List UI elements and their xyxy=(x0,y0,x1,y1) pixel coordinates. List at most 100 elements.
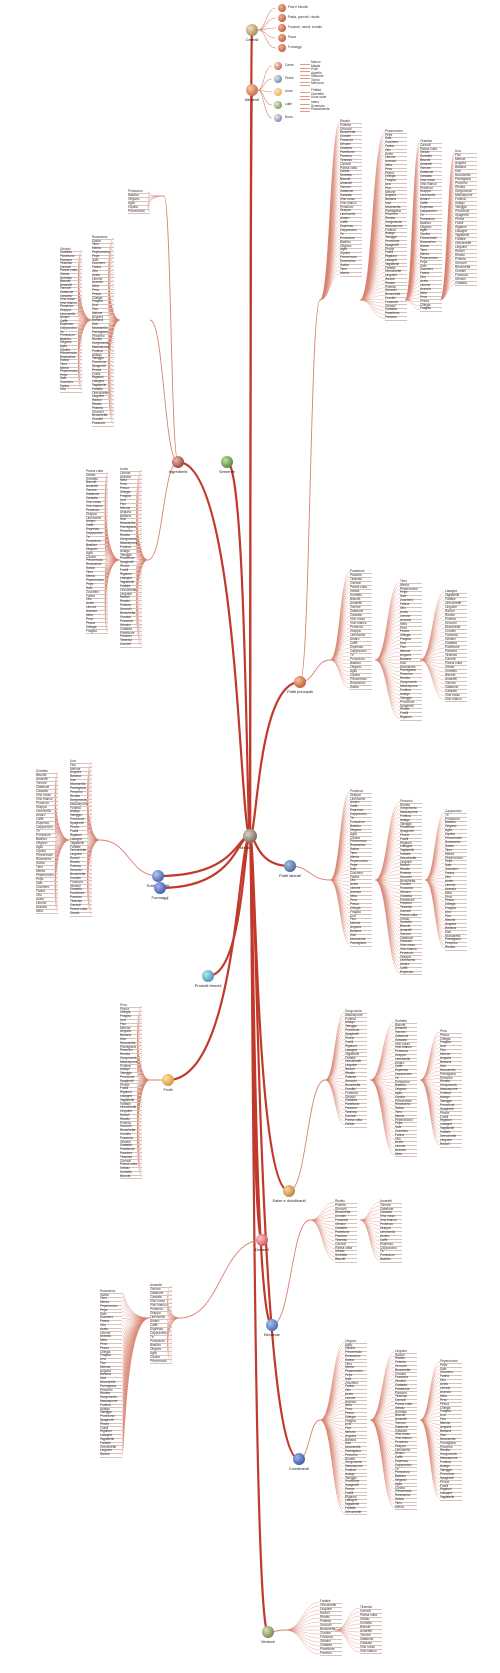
pesce-item-2[interactable]: Merluzzo xyxy=(311,81,324,86)
dessert-b-link-38 xyxy=(374,879,401,947)
hub-label-semiente[interactable]: Semente xyxy=(218,469,235,474)
laterali-c-27[interactable]: Vino bianco xyxy=(445,696,462,701)
piatti-d-link-24 xyxy=(439,247,456,301)
verdure-a-45[interactable]: Orecchiette xyxy=(345,1509,362,1514)
dessert-b-link-16 xyxy=(374,862,401,881)
piatti-c-43[interactable]: Fragola xyxy=(420,306,431,311)
hub-label-salse[interactable]: Salse e dolcificanti xyxy=(272,1198,306,1203)
semente-sub-39[interactable]: Olio xyxy=(60,387,66,392)
laterali-a-29[interactable]: Salvia xyxy=(350,684,359,689)
alimenti-item-3[interactable]: Latte xyxy=(285,102,293,106)
verdure-b-link-0 xyxy=(369,1351,396,1421)
dessert-a-link-29 xyxy=(329,879,351,906)
dessert-a-link-10 xyxy=(329,830,351,881)
hub-label-condimenti[interactable]: Condimenti xyxy=(288,1466,310,1471)
cereali-left-a-5[interactable]: Prezzemolo xyxy=(128,208,145,213)
verdure-a-link-38 xyxy=(319,1419,346,1487)
cheese-icon xyxy=(154,882,166,894)
alimenti-item-4[interactable]: Burro xyxy=(285,115,293,119)
verdure-b-41[interactable]: Menta xyxy=(395,1504,404,1509)
bevande-left-19[interactable]: Prezzemolo xyxy=(150,1358,167,1363)
verdure-c-link-10 xyxy=(419,1400,441,1421)
verdure-b-link-4 xyxy=(369,1367,396,1421)
hub-label-piatti-laterali[interactable]: Piatti laterali xyxy=(279,873,301,878)
bottom-a-13[interactable]: Pandoro xyxy=(320,1650,333,1655)
dessert-b-link-41 xyxy=(374,879,401,958)
dessert-a-39[interactable]: Parmigiano xyxy=(350,940,367,945)
seeds-icon xyxy=(221,456,233,468)
side-dish-icon xyxy=(284,860,296,872)
condimenti-b-15[interactable]: Basilico xyxy=(380,1257,391,1262)
fruit-icon xyxy=(162,1074,174,1086)
branch-top-0 xyxy=(257,7,277,31)
salse-b-underline-35 xyxy=(395,1156,417,1158)
bevande-sub-43[interactable]: Ravioli xyxy=(100,1452,110,1457)
top-item-4[interactable]: Formaggi xyxy=(288,45,302,49)
verdure-a-link-40 xyxy=(319,1419,346,1495)
main-dish-icon xyxy=(294,676,306,688)
condimenti-a-link-2 xyxy=(309,1209,336,1221)
salse-c-link-3 xyxy=(419,1043,441,1081)
top-item-2[interactable]: Focacce, ravioli, crostini xyxy=(288,25,323,29)
ingredienti-sub-41[interactable]: Fragola xyxy=(86,628,97,633)
condimenti-a-link-3 xyxy=(309,1213,336,1221)
bevande-sub-link-5 xyxy=(121,1310,151,1319)
piatti-b-49[interactable]: Pandoro xyxy=(385,314,398,319)
top-item-1[interactable]: Pasta, gnocchi, risotto xyxy=(288,15,320,19)
top-item-0[interactable]: Pani e biscotti xyxy=(288,5,308,9)
dessert-b-link-7 xyxy=(374,828,401,881)
ingredienti-leaves-45[interactable]: Cannoli xyxy=(120,642,131,647)
salse-a-29[interactable]: Gelato xyxy=(345,1121,355,1126)
bottom-b-underline-11 xyxy=(360,1653,382,1655)
formaggi-leaves-39[interactable]: Gelato xyxy=(70,910,80,915)
dessert-c-link-31 xyxy=(424,879,446,934)
hub-label-frutti[interactable]: Frutti xyxy=(163,1087,173,1092)
salse-b-35[interactable]: Mela xyxy=(395,1151,402,1156)
root-label[interactable]: Mezzi xyxy=(240,845,251,850)
sub-line-latte_items-2 xyxy=(300,111,310,113)
piatti-a-39[interactable]: Menta xyxy=(340,270,349,275)
latte-item-2[interactable]: Parzialmente xyxy=(311,107,330,112)
ingredienti-sub-underline-41 xyxy=(86,633,108,635)
ingredienti-sub-link-37 xyxy=(104,559,121,617)
laterali-c-link-12 xyxy=(419,639,446,661)
salse-b-link-5 xyxy=(369,1040,396,1081)
bottom-b-link-11 xyxy=(334,1629,361,1653)
alimenti-item-2[interactable]: Uova xyxy=(285,89,293,93)
hub-label-ingredienti[interactable]: Ingredienti xyxy=(168,469,188,474)
alimenti-item-1[interactable]: Pesce xyxy=(285,76,294,80)
main-branch-condimenti xyxy=(248,834,300,1461)
laterali-b-link-31 xyxy=(374,659,401,704)
fresh-icon xyxy=(202,970,214,982)
hub-label-bevande[interactable]: Bevande xyxy=(264,1332,280,1337)
laterali-b-35[interactable]: Rigatoni xyxy=(400,715,412,720)
salse-c-link-26 xyxy=(419,1079,441,1134)
top-item-3[interactable]: Pizza xyxy=(288,35,296,39)
condimenti-a-15[interactable]: Biscotti xyxy=(335,1257,346,1262)
semente-leaves-49[interactable]: Focaccia xyxy=(92,420,105,425)
sub-line-uova_items-2 xyxy=(300,99,310,101)
hub-label-piatti-principali[interactable]: Piatti principali xyxy=(287,689,313,694)
sub-line-pesce_items-2 xyxy=(300,85,310,87)
condimenti-a-link-14 xyxy=(309,1219,336,1257)
piatti-b-link-32 xyxy=(359,253,386,301)
frutti-leaves-45[interactable]: Biscotti xyxy=(120,1173,131,1178)
hub-label-prodotti-freschi[interactable]: Prodotti freschi xyxy=(194,983,222,988)
hub-label-alimenti[interactable]: Alimenti xyxy=(244,97,260,102)
salse-c-29[interactable]: Ravioli xyxy=(440,1141,450,1146)
piatti-a-link-17 xyxy=(319,188,341,301)
formaggi-sub-35[interactable]: Mela xyxy=(36,908,43,913)
dessert-b-45[interactable]: Espresso xyxy=(400,969,414,974)
laterali-b-link-25 xyxy=(374,659,401,680)
hub-label-verdure[interactable]: Verdure xyxy=(260,1639,275,1644)
verdure-c-35[interactable]: Tagliatelle xyxy=(440,1495,455,1500)
piatti-d-33[interactable]: Ciabatta xyxy=(455,280,467,285)
laterali-b-link-5 xyxy=(374,601,401,661)
branch-alimenti-0 xyxy=(257,65,273,91)
hub-label-formaggi[interactable]: Formaggi xyxy=(151,895,169,900)
hub-label-dessert[interactable]: Dessert xyxy=(255,1247,269,1252)
hub-label-cereali[interactable]: Cereali xyxy=(245,37,259,42)
dessert-c-35[interactable]: Ricotta xyxy=(445,945,455,950)
alimenti-item-0[interactable]: Carne xyxy=(285,63,294,67)
bottom-b-11[interactable]: Vino bianco xyxy=(360,1648,377,1653)
